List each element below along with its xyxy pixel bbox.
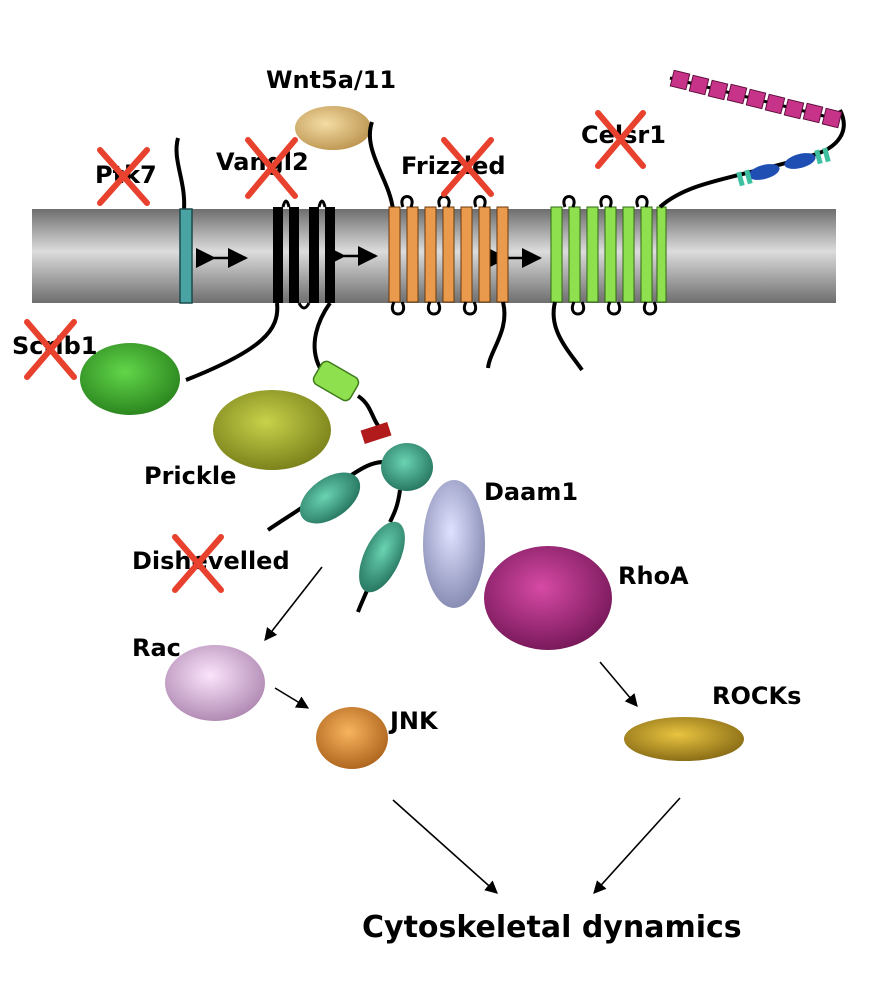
prickle-label: Prickle [144, 462, 236, 490]
knockout-x-celsr1 [595, 110, 646, 169]
prickle-protein [213, 390, 331, 470]
signal-arrows [264, 566, 681, 894]
rocks-label: ROCKs [712, 682, 801, 710]
rhoa-label: RhoA [618, 562, 689, 590]
jnk-protein [316, 707, 388, 769]
rac-protein [165, 645, 265, 721]
frizzled-label: Frizzled [401, 152, 506, 180]
celsr1-protein [550, 69, 846, 372]
knockout-x-scrib1 [24, 319, 77, 380]
daam1-label: Daam1 [484, 478, 578, 506]
cytoskeletal-dynamics-label: Cytoskeletal dynamics [362, 910, 742, 945]
cadherin-repeats [669, 69, 843, 129]
vangl2-protein [185, 199, 392, 444]
frizzled-receptor [388, 195, 509, 369]
interaction-arrows [196, 246, 542, 268]
knockout-x-vangl2 [245, 137, 298, 199]
rac-label: Rac [132, 634, 181, 662]
knockout-x-dishevelled [172, 534, 224, 593]
daam1-protein [423, 480, 485, 608]
wnt-ligand [295, 106, 395, 211]
rhoa-protein [484, 546, 612, 650]
rocks-protein [624, 717, 744, 761]
jnk-label: JNK [388, 707, 439, 735]
knockout-x-frizzled [441, 137, 494, 197]
ptk7-protein [174, 137, 193, 304]
knockout-x-ptk7 [97, 147, 150, 206]
scrib1-protein [80, 343, 180, 415]
vangl2-label: Vangl2 [216, 148, 309, 176]
wnt-label: Wnt5a/11 [266, 66, 396, 94]
dishevelled-protein [266, 443, 433, 613]
